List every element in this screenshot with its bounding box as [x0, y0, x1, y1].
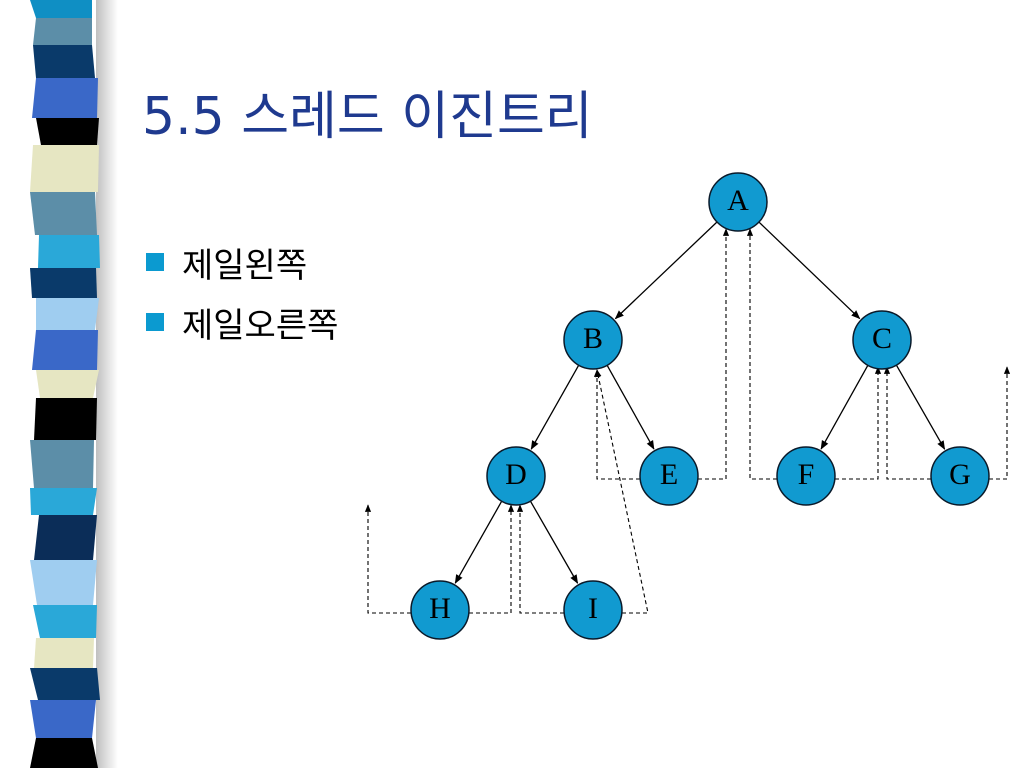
node-circle: [486, 446, 546, 506]
node-label: B: [583, 322, 603, 355]
thread-f-a: [746, 228, 777, 480]
tree-edges: [454, 221, 946, 584]
node-circle: [639, 446, 699, 506]
bullet-text: 제일오른쪽: [182, 305, 339, 346]
thread-h-d: [469, 504, 515, 614]
thread-e-b: [593, 369, 640, 480]
node-circle: [563, 580, 623, 640]
tree-node-f: F: [776, 446, 836, 506]
tree-edge-B-E: [606, 364, 655, 450]
left-stripe-decoration: [30, 0, 118, 768]
square-bullet-icon: [146, 313, 164, 331]
tree-node-b: B: [563, 310, 623, 370]
node-label: I: [588, 592, 598, 625]
node-circle: [708, 172, 768, 232]
node-label: E: [660, 458, 678, 491]
square-bullet-icon: [146, 253, 164, 271]
tree-node-e: E: [639, 446, 699, 506]
thread-g-c: [883, 366, 931, 480]
node-circle: [852, 310, 912, 370]
bullet-item: 제일왼쪽: [146, 232, 338, 292]
tree-edge-D-I: [529, 500, 579, 584]
tree-edge-C-F: [820, 364, 869, 450]
node-label: F: [798, 458, 815, 491]
tree-node-g: G: [930, 446, 990, 506]
tree-node-d: D: [486, 446, 546, 506]
thread-h-leftmost: [364, 504, 411, 614]
bullet-list: 제일왼쪽 제일오른쪽: [146, 232, 338, 352]
page-title: 5.5 스레드 이진트리: [142, 87, 593, 147]
tree-edge-C-G: [895, 364, 946, 450]
tree-node-c: C: [852, 310, 912, 370]
node-circle: [410, 580, 470, 640]
thread-e-a: [698, 228, 730, 480]
thread-links: [364, 228, 1011, 614]
tree-edge-A-C: [758, 221, 861, 320]
node-label: C: [872, 322, 892, 355]
thread-i-b: [595, 369, 649, 614]
tree-edge-D-H: [454, 500, 503, 584]
tree-nodes: A B C D E F G H I: [410, 172, 990, 640]
tree-node-h: H: [410, 580, 470, 640]
node-label: H: [429, 592, 451, 625]
thread-i-d: [516, 504, 564, 614]
bullet-text: 제일왼쪽: [182, 245, 308, 286]
node-circle: [930, 446, 990, 506]
node-label: D: [505, 458, 527, 491]
thread-f-c: [835, 366, 882, 480]
tree-node-i: I: [563, 580, 623, 640]
thread-g-rightmost: [989, 366, 1011, 480]
node-circle: [563, 310, 623, 370]
node-label: A: [727, 184, 749, 217]
bullet-item: 제일오른쪽: [146, 292, 338, 352]
tree-node-a: A: [708, 172, 768, 232]
tree-edge-B-D: [530, 364, 580, 450]
node-label: G: [949, 458, 971, 491]
tree-edge-A-B: [614, 221, 718, 320]
node-circle: [776, 446, 836, 506]
